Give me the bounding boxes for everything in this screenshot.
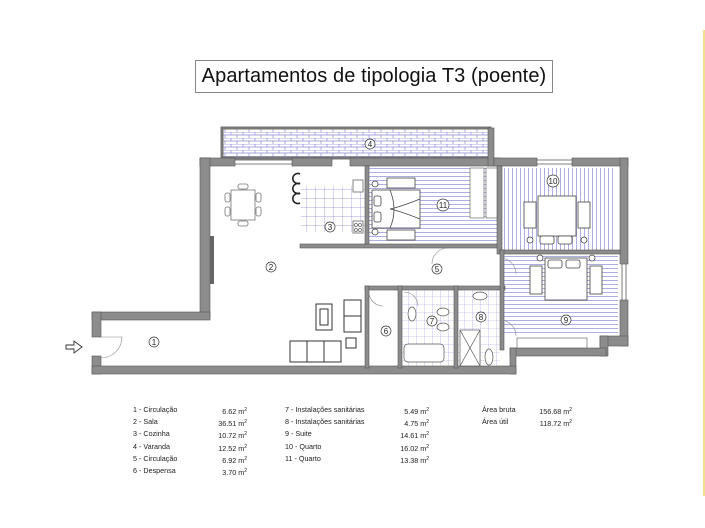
- room-label-3: 3: [324, 221, 336, 233]
- svg-text:10: 10: [549, 177, 558, 186]
- plants: [292, 172, 301, 205]
- room-label-1: 1: [148, 336, 160, 348]
- svg-text:3: 3: [328, 223, 333, 232]
- room-label-8: 8: [475, 311, 487, 323]
- windows: [235, 159, 627, 300]
- svg-text:8: 8: [479, 313, 484, 322]
- room-label-6: 6: [380, 325, 392, 337]
- room-label-9: 9: [560, 314, 572, 326]
- door-swings: [100, 247, 517, 359]
- room-label-4: 4: [364, 138, 376, 150]
- room-varanda: [220, 126, 492, 160]
- svg-text:6: 6: [384, 327, 389, 336]
- sofas: [289, 299, 362, 363]
- svg-text:5: 5: [435, 265, 440, 274]
- wardrobes: [469, 167, 588, 349]
- walls: [91, 127, 629, 375]
- dining-table: [224, 183, 262, 227]
- page-edge-line: [703, 30, 705, 496]
- svg-text:9: 9: [564, 316, 569, 325]
- kitchen-counter: [352, 179, 364, 234]
- title-box: Apartamentos de tipologia T3 (poente): [195, 60, 553, 93]
- bed-room-11: [371, 177, 421, 241]
- svg-text:1: 1: [152, 338, 157, 347]
- room-label-5: 5: [431, 263, 443, 275]
- room-label-11: 11: [436, 198, 450, 212]
- bed-room-10: [523, 195, 591, 245]
- room-labels: 1 2 3 4 5 6 7 8 9 10 11: [148, 138, 572, 348]
- svg-text:11: 11: [439, 201, 448, 210]
- room-label-10: 10: [546, 174, 560, 188]
- tv-unit: [210, 236, 214, 284]
- entrance-arrow-icon: [65, 340, 83, 354]
- svg-text:4: 4: [368, 140, 373, 149]
- plan-title: Apartamentos de tipologia T3 (poente): [201, 65, 547, 87]
- bath-fixtures: [403, 291, 494, 367]
- svg-text:7: 7: [430, 317, 435, 326]
- svg-text:2: 2: [269, 263, 274, 272]
- bed-suite: [529, 254, 603, 301]
- room-label-2: 2: [265, 261, 277, 273]
- room-label-7: 7: [426, 315, 438, 327]
